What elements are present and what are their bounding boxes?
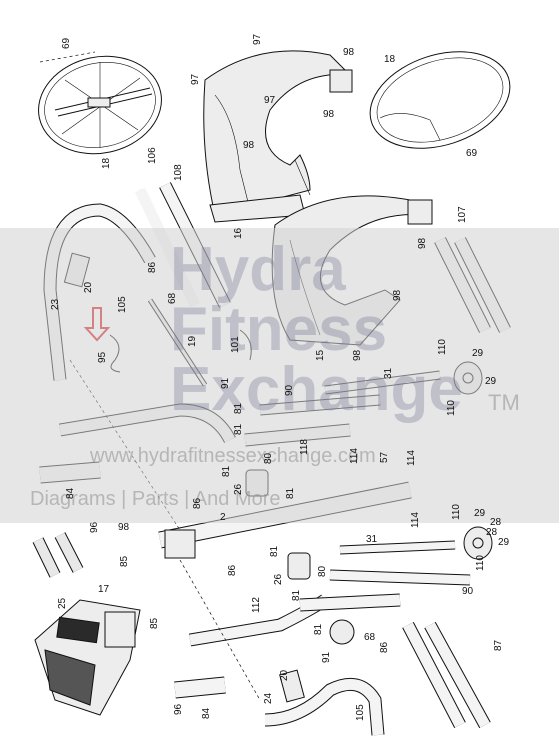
part-label: 86 (147, 261, 158, 273)
part-label: 81 (221, 465, 232, 477)
part-label: 28 (490, 517, 502, 528)
watermark-line1: Hydra (170, 235, 346, 304)
part-label: 23 (50, 298, 61, 310)
part-label: 18 (101, 157, 112, 169)
part-label: 97 (190, 73, 201, 85)
part-label: 28 (486, 527, 498, 538)
part-87-tubes (402, 621, 491, 729)
part-label: 96 (173, 703, 184, 715)
part-label: 31 (366, 534, 378, 545)
part-labels: 69 18 97 97 97 98 98 98 16 18 69 106 108… (50, 33, 510, 721)
part-label: 80 (317, 565, 328, 577)
part-label: 87 (493, 639, 504, 651)
part-label: 81 (233, 423, 244, 435)
part-label: 107 (457, 206, 468, 223)
part-label: 29 (498, 537, 510, 548)
part-31-lower-axle (339, 526, 493, 560)
part-label: 84 (201, 707, 212, 719)
part-label: 97 (264, 95, 276, 106)
part-label: 68 (167, 292, 178, 304)
part-label: 18 (384, 54, 396, 65)
part-label: 86 (192, 497, 203, 509)
part-label: 85 (149, 617, 160, 629)
part-label: 31 (383, 367, 394, 379)
part-label: 98 (118, 522, 130, 533)
part-label: 19 (187, 335, 198, 347)
part-label: 101 (230, 336, 241, 353)
part-label: 20 (83, 281, 94, 293)
part-label: 24 (263, 692, 274, 704)
watermark-line3: Exchange (170, 355, 463, 424)
part-label: 97 (252, 33, 263, 45)
part-label: 2 (220, 512, 226, 523)
part-label: 15 (315, 349, 326, 361)
part-16-upper-shroud (203, 50, 353, 223)
part-label: 98 (352, 349, 363, 361)
part-label: 110 (446, 400, 457, 416)
part-label: 110 (451, 504, 462, 520)
part-label: 98 (323, 109, 335, 120)
part-label: 86 (227, 564, 238, 576)
part-label: 81 (233, 402, 244, 414)
part-18-right-cover (369, 51, 511, 149)
part-label: 57 (379, 451, 390, 463)
part-label: 69 (466, 148, 478, 159)
part-label: 98 (392, 289, 403, 301)
part-26-roller-lower (287, 552, 311, 580)
part-label: 81 (313, 623, 324, 635)
part-label: 110 (475, 555, 486, 571)
part-17-console (34, 599, 141, 716)
part-label: 108 (173, 164, 184, 181)
part-label: 98 (343, 47, 355, 58)
part-112-arm (188, 593, 401, 647)
part-label: 16 (233, 227, 244, 239)
part-label: 81 (291, 589, 302, 601)
part-label: 106 (147, 147, 158, 164)
part-label: 95 (97, 351, 108, 363)
part-label: 90 (462, 586, 474, 597)
part-68-wheel (329, 619, 355, 645)
dimension-line (39, 51, 96, 63)
watermark-url: www.hydrafitnessexchange.com (89, 445, 376, 467)
part-label: 98 (243, 140, 255, 151)
part-label: 114 (349, 448, 360, 464)
part-label: 68 (364, 632, 376, 643)
watermark-tagline: Diagrams | Parts | And More (30, 488, 280, 510)
part-label: 110 (437, 339, 448, 355)
part-24-handle (264, 669, 385, 736)
part-label: 98 (417, 237, 428, 249)
part-label: 25 (57, 597, 68, 609)
part-label: 81 (269, 545, 280, 557)
watermark: Hydra Fitness Exchange TM www.hydrafitne… (0, 228, 559, 523)
part-label: 69 (61, 37, 72, 49)
part-label: 96 (89, 521, 100, 533)
part-label: 84 (65, 487, 76, 499)
part-label: 118 (299, 439, 310, 455)
watermark-tm: TM (488, 390, 520, 415)
part-label: 86 (379, 641, 390, 653)
part-label: 26 (233, 483, 244, 495)
part-label: 114 (410, 512, 421, 528)
part-label: 114 (406, 450, 417, 466)
part-label: 105 (117, 296, 128, 313)
part-label: 17 (98, 584, 110, 595)
part-label: 90 (284, 384, 295, 396)
part-label: 91 (220, 377, 231, 389)
part-label: 91 (321, 651, 332, 663)
part-label: 26 (273, 573, 284, 585)
watermark-line2: Fitness (170, 295, 387, 364)
part-label: 20 (279, 669, 290, 681)
part-label: 29 (485, 376, 497, 387)
part-label: 85 (119, 555, 130, 567)
part-25-bracket (32, 532, 84, 578)
part-label: 112 (251, 597, 262, 613)
part-label: 105 (355, 704, 366, 721)
part-label: 29 (474, 508, 486, 519)
part-18-left-cover (38, 55, 162, 155)
part-label: 80 (263, 452, 274, 464)
part-label: 29 (472, 348, 484, 359)
part-label: 81 (285, 487, 296, 499)
